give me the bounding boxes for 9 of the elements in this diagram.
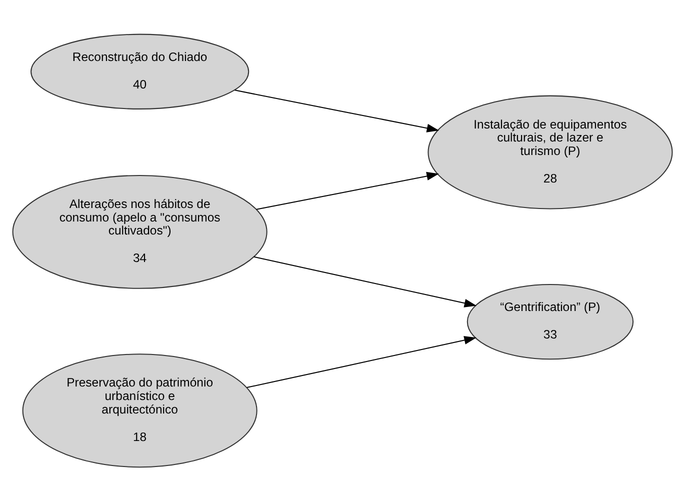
arrow	[256, 172, 439, 210]
arrow	[246, 336, 476, 388]
node-ellipse: “Gentrification” (P) 33	[466, 284, 634, 360]
node-ellipse: Reconstrução do Chiado 40	[30, 34, 250, 110]
arrow	[254, 256, 477, 308]
node-ellipse: Instalação de equipamentos culturais, de lazer e turismo (P) 28	[428, 95, 673, 210]
arrow	[234, 90, 440, 132]
node-ellipse: Preservação do património urbanístico e arquitectónico 18	[22, 354, 258, 468]
node-ellipse: Alterações nos hábitos de consumo (apelo a "consumos cultivados") 34	[12, 174, 268, 289]
